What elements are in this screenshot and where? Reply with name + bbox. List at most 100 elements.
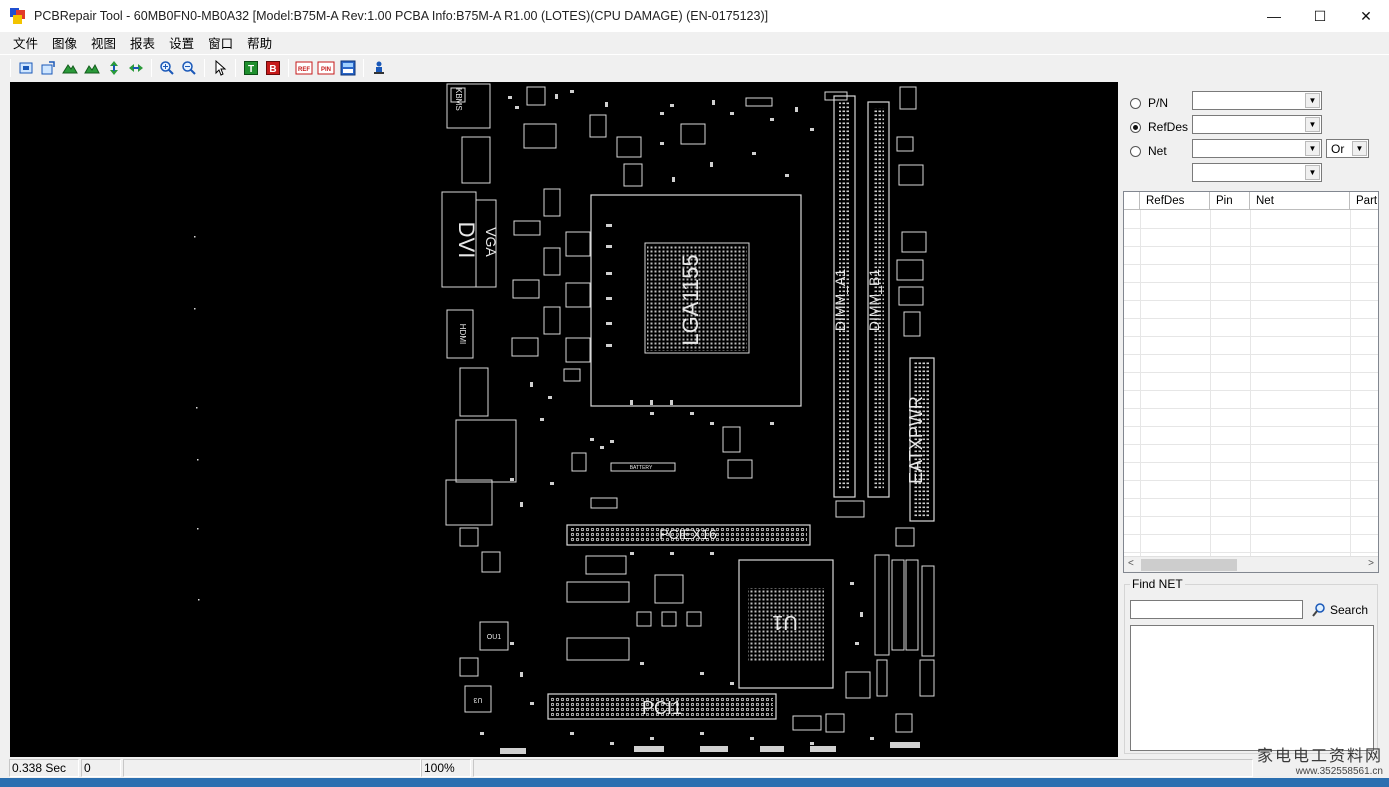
- find-net-group: Find NET Search: [1124, 577, 1378, 754]
- chevron-down-icon: ▼: [1305, 141, 1320, 156]
- col-net[interactable]: Net: [1250, 192, 1350, 210]
- pci1-label: PCI1: [642, 698, 682, 718]
- minimize-button[interactable]: —: [1267, 8, 1281, 24]
- toolbar-separator: [288, 58, 289, 77]
- pciex16-label: PCIEX16: [659, 526, 717, 542]
- menu-file[interactable]: 文件: [13, 36, 39, 51]
- col-refdes[interactable]: RefDes: [1140, 192, 1210, 210]
- person-tool-icon[interactable]: [368, 57, 390, 79]
- eatxpwr-label: EATXPWR: [906, 396, 926, 484]
- search-button-label: Search: [1330, 603, 1369, 617]
- results-grid[interactable]: RefDes Pin Net Part < >: [1123, 191, 1379, 573]
- pcb-board-view[interactable]: KBMS DVI VGA HDMI LGA1155 DIMM_A1 DIMM_B…: [10, 82, 1118, 757]
- mirror-top-icon[interactable]: [59, 57, 81, 79]
- chevron-down-icon: ▼: [1305, 165, 1320, 180]
- net-radio[interactable]: [1130, 145, 1141, 157]
- fit-window-icon[interactable]: [15, 57, 37, 79]
- chipset-label: U1: [772, 611, 798, 633]
- scroll-left-icon[interactable]: <: [1128, 558, 1134, 569]
- status-extra: [473, 759, 1253, 777]
- dimm-b1-label: DIMM_B1: [866, 269, 882, 331]
- battery-label: BATTERY: [630, 465, 653, 471]
- grid-corner: [1124, 192, 1140, 210]
- app-logo-icon: [10, 8, 26, 24]
- pcb-board-drawing: KBMS DVI VGA HDMI LGA1155 DIMM_A1 DIMM_B…: [194, 83, 935, 754]
- toolbar-separator: [235, 58, 236, 77]
- toolbar-separator: [10, 58, 11, 77]
- top-layer-label: T: [248, 64, 254, 75]
- maximize-button[interactable]: ☐: [1313, 7, 1327, 24]
- pn-row: P/N: [1130, 93, 1188, 113]
- logic-value: Or: [1331, 142, 1345, 156]
- scroll-right-icon[interactable]: >: [1368, 558, 1374, 569]
- menu-settings[interactable]: 设置: [169, 36, 195, 51]
- top-layer-icon[interactable]: T: [240, 57, 262, 79]
- chevron-down-icon: ▼: [1305, 117, 1320, 132]
- dvi-label: DVI: [454, 222, 479, 259]
- find-net-input[interactable]: [1130, 600, 1303, 619]
- toolbar-separator: [204, 58, 205, 77]
- refdes-label: RefDes: [1148, 120, 1189, 134]
- net-combo-2[interactable]: ▼: [1192, 163, 1322, 182]
- find-net-results[interactable]: [1130, 625, 1374, 751]
- u3-label: U3: [473, 696, 482, 703]
- col-pin[interactable]: Pin: [1210, 192, 1250, 210]
- toolbar: T B REF PIN: [0, 54, 1389, 80]
- bottom-layer-label: B: [269, 64, 276, 75]
- close-button[interactable]: ✕: [1360, 7, 1372, 24]
- hdmi-label: HDMI: [458, 324, 467, 344]
- dimm-a1-label: DIMM_A1: [832, 269, 848, 331]
- search-button[interactable]: Search: [1311, 600, 1368, 620]
- mirror-bottom-icon[interactable]: [81, 57, 103, 79]
- pin-label-icon[interactable]: PIN: [315, 57, 337, 79]
- watermark-url: www.352558561.cn: [1295, 766, 1383, 777]
- watermark: 家电电工资料网 www.352558561.cn: [1257, 742, 1383, 777]
- grid-horizontal-scrollbar[interactable]: < >: [1124, 556, 1378, 572]
- vga-label: VGA: [483, 227, 499, 257]
- toolbar-separator: [151, 58, 152, 77]
- rotate-icon[interactable]: [37, 57, 59, 79]
- chevron-down-icon: ▼: [1305, 93, 1320, 108]
- net-view-icon[interactable]: [337, 57, 359, 79]
- watermark-main: 家电电工资料网: [1256, 746, 1383, 765]
- kbms-label: KBMS: [454, 88, 463, 111]
- status-message: [123, 759, 421, 777]
- flip-horizontal-icon[interactable]: [125, 57, 147, 79]
- toolbar-separator: [363, 58, 364, 77]
- chevron-down-icon: ▼: [1352, 141, 1367, 156]
- title-bar: PCBRepair Tool - 60MB0FN0-MB0A32 [Model:…: [0, 0, 1389, 32]
- col-part[interactable]: Part: [1350, 192, 1378, 210]
- zoom-out-icon[interactable]: [178, 57, 200, 79]
- ou1-label: OU1: [487, 634, 502, 641]
- pn-label: P/N: [1148, 96, 1169, 110]
- cpu-socket-label: LGA1155: [678, 254, 703, 345]
- status-bar: 0.338 Sec 0 100%: [0, 758, 1389, 778]
- find-net-legend: Find NET: [1130, 577, 1185, 591]
- net-label: Net: [1148, 144, 1167, 158]
- pn-radio[interactable]: [1130, 97, 1141, 109]
- window-title: PCBRepair Tool - 60MB0FN0-MB0A32 [Model:…: [34, 9, 769, 23]
- menu-view[interactable]: 视图: [91, 36, 117, 51]
- flip-vertical-icon[interactable]: [103, 57, 125, 79]
- refdes-row: RefDes: [1130, 117, 1188, 137]
- menu-report[interactable]: 报表: [130, 36, 156, 51]
- pn-combo[interactable]: ▼: [1192, 91, 1322, 110]
- menu-help[interactable]: 帮助: [247, 36, 273, 51]
- refdes-combo[interactable]: ▼: [1192, 115, 1322, 134]
- bottom-layer-icon[interactable]: B: [262, 57, 284, 79]
- menu-image[interactable]: 图像: [52, 36, 78, 51]
- net-combo[interactable]: ▼: [1192, 139, 1322, 158]
- pin-label-text: PIN: [321, 67, 331, 73]
- net-row: Net: [1130, 141, 1188, 161]
- logic-combo[interactable]: Or ▼: [1326, 139, 1369, 158]
- scroll-thumb[interactable]: [1141, 559, 1237, 571]
- menu-window[interactable]: 窗口: [208, 36, 234, 51]
- ref-label-icon[interactable]: REF: [293, 57, 315, 79]
- taskbar-strip: [0, 778, 1389, 787]
- refdes-radio[interactable]: [1130, 121, 1141, 133]
- status-zoom: 100%: [421, 759, 471, 777]
- pointer-icon[interactable]: [209, 57, 231, 79]
- status-time: 0.338 Sec: [9, 759, 79, 777]
- zoom-in-icon[interactable]: [156, 57, 178, 79]
